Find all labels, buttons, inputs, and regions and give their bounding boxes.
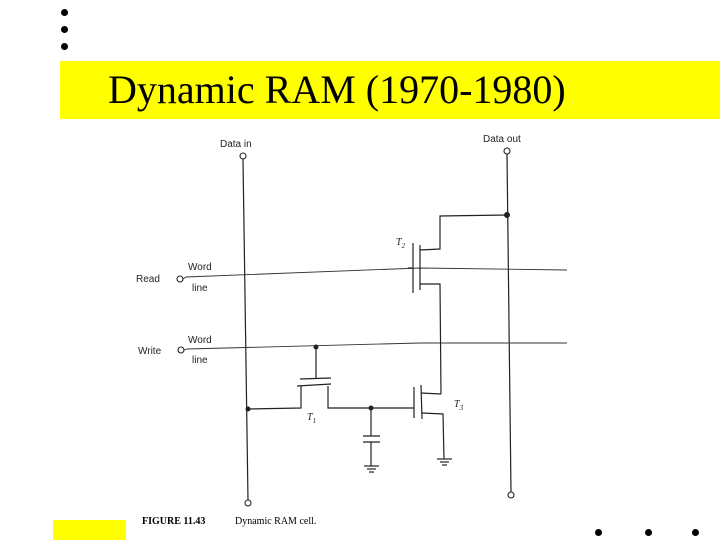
t1-drain-wire <box>247 386 302 410</box>
t2-source-wire <box>420 283 442 395</box>
write-word-line <box>183 342 567 351</box>
bullet-dot <box>692 529 699 536</box>
storage-node-wire <box>327 386 414 409</box>
read-terminal <box>176 275 184 283</box>
t1-label: T1 <box>307 412 316 425</box>
t3-channel <box>420 384 423 420</box>
t2-label: T2 <box>396 237 406 250</box>
data-out-terminal <box>503 147 511 155</box>
t3-source-wire <box>421 412 445 460</box>
title-bar <box>60 61 720 119</box>
bullet-dot <box>61 26 68 33</box>
write-label: Write <box>138 346 162 357</box>
data-in-line <box>242 158 249 501</box>
data-out-label: Data out <box>483 134 521 145</box>
data-in-terminal <box>239 152 247 160</box>
read-word-line <box>182 267 568 280</box>
t1-channel <box>296 383 332 387</box>
write-terminal <box>177 346 185 354</box>
bullet-dot <box>61 43 68 50</box>
read-line-label: line <box>192 283 208 294</box>
bullet-dot <box>595 529 602 536</box>
data-in-label: Data in <box>220 139 252 150</box>
data-in-bottom-terminal <box>244 499 252 507</box>
figure-label: FIGURE 11.43 <box>142 516 205 527</box>
write-line-label: line <box>192 355 208 366</box>
data-out-bottom-terminal <box>507 491 515 499</box>
t1-gate-plate <box>299 377 332 380</box>
t3-drain-wire <box>420 392 442 395</box>
write-junction <box>313 344 319 350</box>
figure-caption: Dynamic RAM cell. <box>235 516 316 527</box>
read-label: Read <box>136 274 160 285</box>
t2-drain-wire <box>419 214 508 251</box>
bullet-dot <box>61 9 68 16</box>
read-word-label: Word <box>188 262 212 273</box>
page-title: Dynamic RAM (1970-1980) <box>108 67 566 112</box>
write-word-label: Word <box>188 335 212 346</box>
bullet-dot <box>645 529 652 536</box>
data-out-line <box>506 153 512 493</box>
decorative-yellow-block <box>53 520 126 540</box>
t3-label: T3 <box>454 399 464 412</box>
